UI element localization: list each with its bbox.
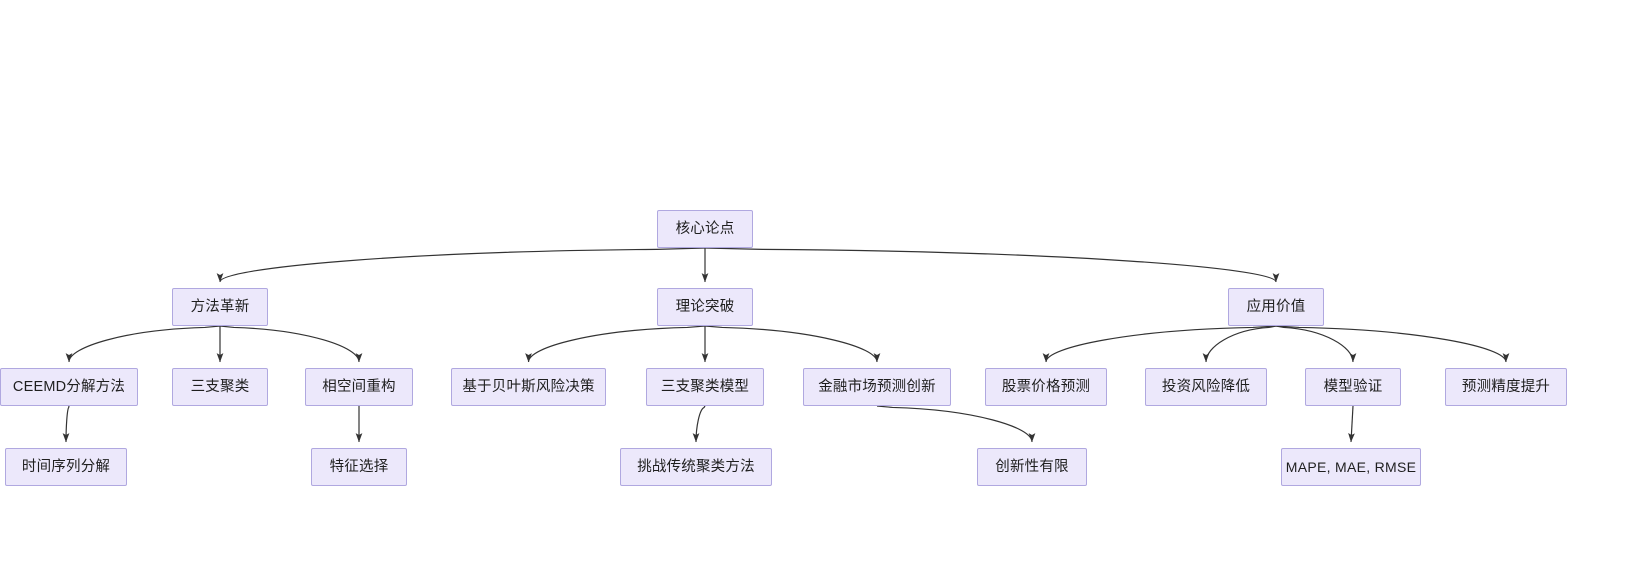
node-label: 模型验证 — [1323, 378, 1383, 395]
node-label: 三支聚类 — [190, 378, 250, 395]
node-label: 应用价值 — [1246, 298, 1306, 315]
node-n3[interactable]: 应用价值 — [1228, 288, 1324, 326]
node-n13[interactable]: 预测精度提升 — [1445, 368, 1567, 406]
edge-n3-n12 — [1275, 325, 1357, 363]
edge-n3-n11 — [1202, 325, 1277, 363]
edge-n3-n10 — [1042, 325, 1277, 363]
node-label: 方法革新 — [190, 298, 250, 315]
node-n0[interactable]: 核心论点 — [657, 210, 753, 248]
node-n11[interactable]: 投资风险降低 — [1145, 368, 1267, 406]
node-label: 预测精度提升 — [1461, 378, 1551, 395]
edges-group — [62, 247, 1510, 443]
edge-n1-n4 — [65, 325, 221, 363]
node-n14[interactable]: 时间序列分解 — [5, 448, 127, 486]
node-label: 三支聚类模型 — [660, 378, 750, 395]
node-label: 创新性有限 — [995, 458, 1069, 475]
node-label: MAPE, MAE, RMSE — [1285, 459, 1417, 475]
edge-n8-n16 — [692, 405, 706, 443]
node-n10[interactable]: 股票价格预测 — [985, 368, 1107, 406]
node-n6[interactable]: 相空间重构 — [305, 368, 413, 406]
edge-n0-n3 — [704, 247, 1280, 283]
node-label: 理论突破 — [675, 298, 735, 315]
edge-n9-n17 — [876, 405, 1036, 443]
node-n7[interactable]: 基于贝叶斯风险决策 — [451, 368, 606, 406]
node-label: 相空间重构 — [322, 378, 396, 395]
node-n15[interactable]: 特征选择 — [311, 448, 407, 486]
edge-n0-n1 — [216, 247, 706, 283]
node-n9[interactable]: 金融市场预测创新 — [803, 368, 951, 406]
node-label: 投资风险降低 — [1161, 378, 1251, 395]
node-label: 核心论点 — [675, 220, 735, 237]
node-label: 时间序列分解 — [21, 458, 111, 475]
edge-n2-n7 — [525, 325, 706, 363]
node-label: CEEMD分解方法 — [12, 378, 126, 395]
edge-n2-n9 — [704, 325, 881, 363]
node-n12[interactable]: 模型验证 — [1305, 368, 1401, 406]
node-label: 金融市场预测创新 — [818, 378, 936, 395]
node-label: 股票价格预测 — [1001, 378, 1091, 395]
node-label: 基于贝叶斯风险决策 — [462, 378, 595, 395]
node-label: 特征选择 — [329, 458, 389, 475]
node-n2[interactable]: 理论突破 — [657, 288, 753, 326]
node-label: 挑战传统聚类方法 — [637, 458, 755, 475]
node-n16[interactable]: 挑战传统聚类方法 — [620, 448, 772, 486]
node-n4[interactable]: CEEMD分解方法 — [0, 368, 138, 406]
edge-n3-n13 — [1275, 325, 1510, 363]
edge-n1-n6 — [219, 325, 363, 363]
edge-n4-n14 — [62, 405, 70, 443]
node-n5[interactable]: 三支聚类 — [172, 368, 268, 406]
node-n17[interactable]: 创新性有限 — [977, 448, 1087, 486]
edge-n12-n18 — [1348, 405, 1355, 443]
node-n8[interactable]: 三支聚类模型 — [646, 368, 764, 406]
node-n18[interactable]: MAPE, MAE, RMSE — [1281, 448, 1421, 486]
node-n1[interactable]: 方法革新 — [172, 288, 268, 326]
